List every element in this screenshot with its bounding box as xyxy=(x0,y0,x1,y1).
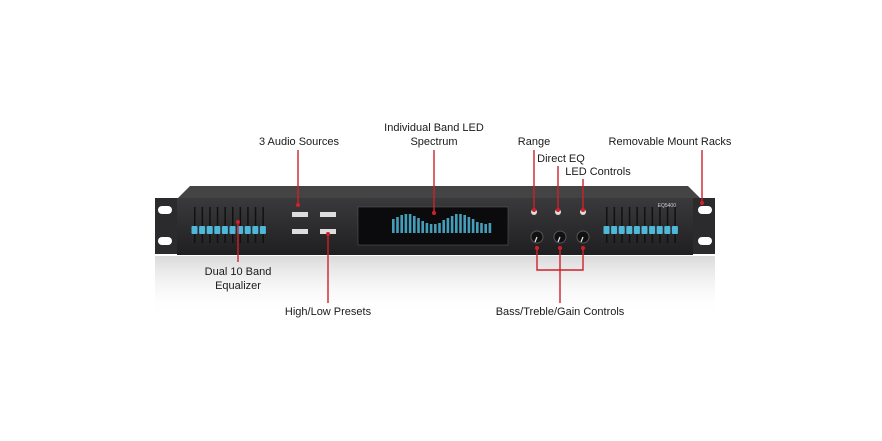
eq-slider-track xyxy=(621,207,623,243)
model-label: EQ5400 xyxy=(658,203,677,209)
callout-direct-eq: Direct EQ xyxy=(537,153,585,165)
mount-hole xyxy=(158,237,172,245)
eq-slider-track xyxy=(216,207,219,243)
eq-slider-knob xyxy=(603,226,610,234)
eq-slider-track xyxy=(254,207,257,243)
spectrum-bar xyxy=(442,220,445,233)
eq-slider-knob xyxy=(206,226,213,234)
preset-buttons xyxy=(292,212,336,234)
eq-slider-knob xyxy=(611,226,618,234)
spectrum-bar xyxy=(408,214,412,233)
callout-led-spectrum-line1: Individual Band LED xyxy=(384,122,484,134)
eq-slider-track xyxy=(262,207,264,243)
spectrum-bar xyxy=(488,223,492,233)
spectrum-bar xyxy=(421,221,424,233)
eq-slider-knob xyxy=(633,226,640,234)
spectrum-bar xyxy=(480,223,483,233)
tone-knobs xyxy=(530,209,590,244)
spectrum-bar xyxy=(400,215,403,233)
callout-lines xyxy=(236,150,704,303)
spectrum-bar xyxy=(476,222,479,233)
callout-equalizer-line1: Dual 10 Band xyxy=(205,266,272,278)
eq-slider-knob xyxy=(618,226,625,234)
eq-slider-track xyxy=(232,207,234,243)
callout-range: Range xyxy=(518,136,550,148)
eq-slider-track xyxy=(628,207,631,243)
spectrum-bar xyxy=(404,214,408,233)
preset-button xyxy=(320,212,336,217)
knob-indicator xyxy=(557,236,561,243)
eq-slider-track xyxy=(209,207,211,243)
eq-slider-knob xyxy=(626,226,633,234)
eq-slider-knob xyxy=(244,226,251,234)
spectrum-bar xyxy=(413,216,416,233)
spectrum-bar xyxy=(467,217,471,233)
eq-slider-knob xyxy=(229,226,236,234)
eq-slider-track xyxy=(194,207,196,243)
eq-slider-track xyxy=(666,207,669,243)
preset-button xyxy=(292,212,308,217)
spectrum-bar xyxy=(450,216,454,233)
eq-slider-knob xyxy=(221,226,228,234)
callout-led-controls: LED Controls xyxy=(565,166,631,178)
spectrum-bar xyxy=(471,219,475,233)
eq-slider-knob xyxy=(252,226,259,234)
eq-slider-knob xyxy=(199,226,206,234)
device-reflection xyxy=(155,256,715,316)
eq-slider-track xyxy=(224,207,226,243)
spectrum-bar xyxy=(396,217,399,233)
eq-slider-knob xyxy=(664,226,671,234)
eq-slider-track xyxy=(613,207,616,243)
eq-slider-track xyxy=(606,207,608,243)
spectrum-bar xyxy=(446,218,450,233)
eq-slider-track xyxy=(636,207,638,243)
right-eq-sliders xyxy=(603,207,678,243)
knob-indicator xyxy=(534,236,538,243)
eq-slider-knob xyxy=(214,226,221,234)
callout-equalizer-line2: Equalizer xyxy=(215,280,261,292)
spectrum-bar xyxy=(425,223,429,233)
eq-slider-knob xyxy=(191,226,198,234)
spectrum-bar xyxy=(455,214,458,233)
eq-slider-track xyxy=(644,207,646,243)
eq-slider-knob xyxy=(656,226,663,234)
spectrum-bar xyxy=(417,218,420,233)
callout-audio-sources: 3 Audio Sources xyxy=(259,136,340,148)
eq-slider-knob xyxy=(671,226,678,234)
knob-indicator xyxy=(580,236,584,243)
mount-hole xyxy=(158,206,172,214)
spectrum-bar xyxy=(392,219,395,233)
eq-slider-track xyxy=(651,207,654,243)
spectrum-bar xyxy=(484,224,487,233)
preset-button xyxy=(320,229,336,234)
spectrum-bar xyxy=(429,224,433,233)
eq-slider-track xyxy=(247,207,249,243)
callout-tone-controls: Bass/Treble/Gain Controls xyxy=(496,306,625,318)
preset-button xyxy=(292,229,308,234)
eq-slider-knob xyxy=(641,226,648,234)
eq-slider-knob xyxy=(259,226,266,234)
spectrum-bar xyxy=(438,223,441,233)
eq-slider-track xyxy=(659,207,661,243)
spectrum-bar xyxy=(463,215,466,233)
spectrum-bar xyxy=(434,224,437,233)
eq-slider-track xyxy=(201,207,204,243)
spectrum-bar xyxy=(459,214,462,233)
eq-slider-knob xyxy=(649,226,656,234)
mount-hole xyxy=(698,237,712,245)
callout-mount-racks: Removable Mount Racks xyxy=(609,136,732,148)
eq-slider-track xyxy=(239,207,242,243)
callout-led-spectrum-line2: Spectrum xyxy=(410,136,457,148)
eq-slider-track xyxy=(674,207,676,243)
mount-hole xyxy=(698,206,712,214)
callout-presets: High/Low Presets xyxy=(285,306,372,318)
led-spectrum xyxy=(392,214,492,233)
